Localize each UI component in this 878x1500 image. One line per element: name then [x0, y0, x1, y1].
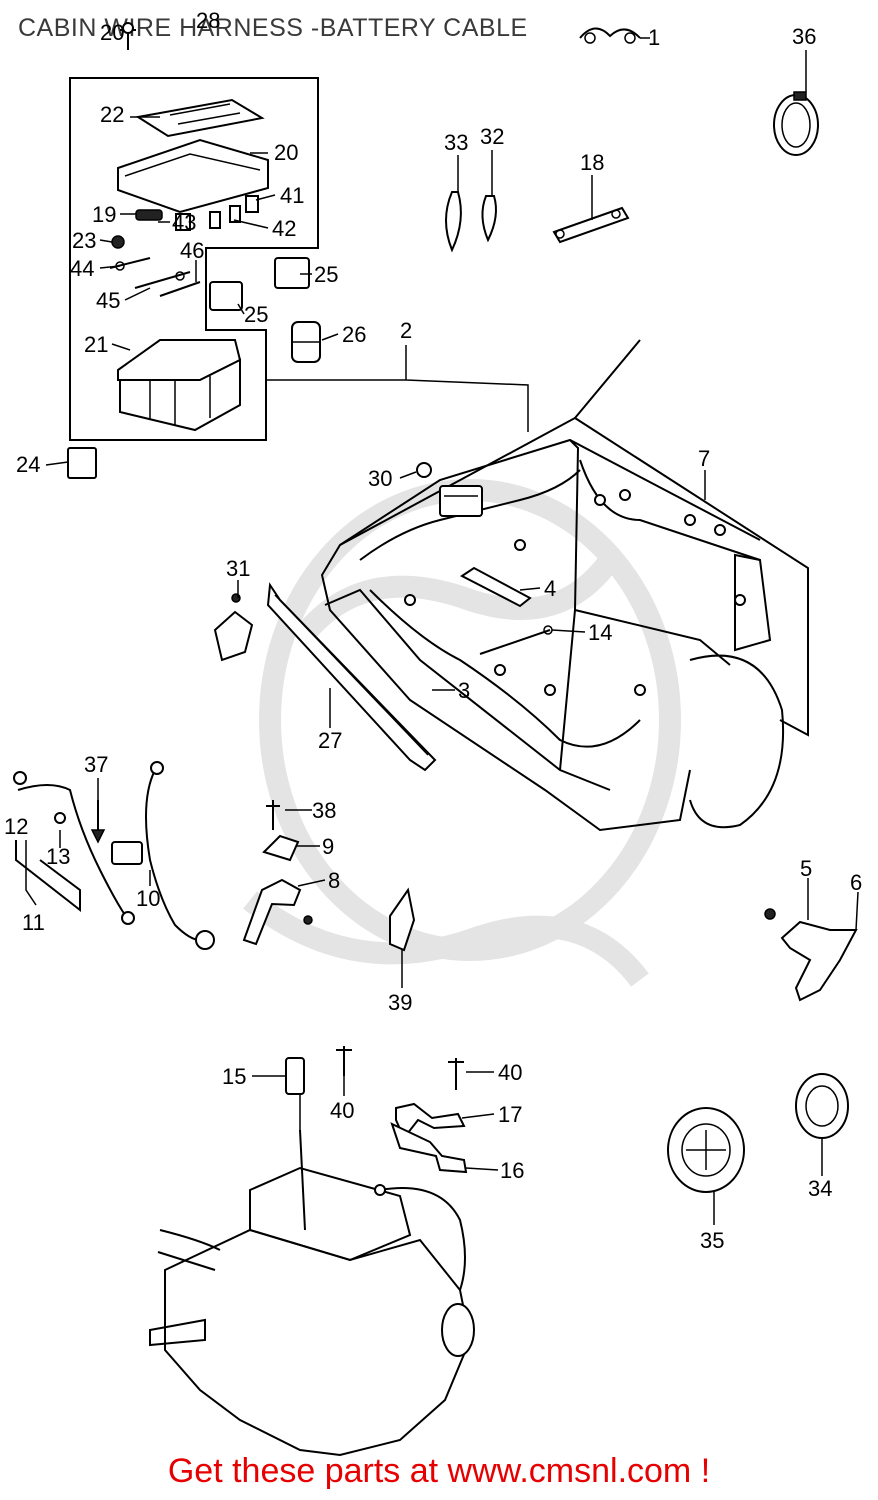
center-brackets [242, 800, 313, 946]
bracket-39 [389, 887, 416, 952]
leader-lines [25, 37, 859, 1225]
callout-40-left: 40 [330, 1098, 354, 1123]
callout-26: 26 [342, 322, 366, 347]
callout-45: 45 [96, 288, 120, 313]
callout-27: 27 [318, 728, 342, 753]
callout-46: 46 [180, 238, 204, 263]
callout-1: 1 [648, 25, 660, 50]
callout-12: 12 [4, 814, 28, 839]
callout-21: 21 [84, 332, 108, 357]
fuse-box-group [67, 77, 321, 479]
callout-7: 7 [698, 446, 710, 471]
callout-25-lower: 25 [244, 302, 268, 327]
callout-9: 9 [322, 834, 334, 859]
callout-37: 37 [84, 752, 108, 777]
diagram-title: CABIN WIRE HARNESS -BATTERY CABLE [18, 14, 528, 42]
callout-17: 17 [498, 1102, 522, 1127]
bumper-strip-and-switch [213, 462, 437, 772]
callout-44: 44 [70, 256, 94, 281]
callout-43: 43 [172, 210, 196, 235]
horns [667, 1073, 849, 1193]
callout-38: 38 [312, 798, 336, 823]
callout-4: 4 [544, 576, 556, 601]
callout-35: 35 [700, 1228, 724, 1253]
callout-11: 11 [22, 910, 45, 935]
hose-clamp [773, 91, 819, 156]
vehicle-body-harness [320, 339, 809, 832]
callout-25-right: 25 [314, 262, 338, 287]
callout-30: 30 [368, 466, 392, 491]
callout-3: 3 [458, 678, 470, 703]
callout-15: 15 [222, 1064, 246, 1089]
engine-block [149, 1129, 475, 1457]
left-harness-parts [13, 761, 215, 950]
callout-39: 39 [388, 990, 412, 1015]
callout-16: 16 [500, 1158, 524, 1183]
callout-20: 20 [274, 140, 298, 165]
callout-40-right: 40 [498, 1060, 522, 1085]
top-small-parts [120, 22, 641, 50]
callout-22: 22 [100, 102, 124, 127]
callout-33: 33 [444, 130, 468, 155]
callout-2: 2 [400, 318, 412, 343]
watermark-logo [243, 479, 681, 987]
callout-numbers: 1 36 28 20 33 32 18 22 20 41 19 43 42 23… [4, 8, 862, 1253]
cable-ties-and-bracket [445, 191, 630, 253]
callout-42: 42 [272, 216, 296, 241]
callout-18: 18 [580, 150, 604, 175]
engine-brackets [285, 1046, 468, 1174]
callout-24: 24 [16, 452, 40, 477]
callout-34: 34 [808, 1176, 832, 1201]
callout-14: 14 [588, 620, 612, 645]
callout-5: 5 [800, 856, 812, 881]
callout-36: 36 [792, 24, 816, 49]
callout-20-top: 20 [100, 20, 124, 45]
footer-link-text[interactable]: Get these parts at www.cmsnl.com ! [167, 1452, 711, 1490]
callout-31: 31 [226, 556, 250, 581]
callout-28: 28 [196, 8, 220, 33]
callout-13: 13 [46, 844, 70, 869]
callout-19: 19 [92, 202, 116, 227]
callout-8: 8 [328, 868, 340, 893]
callout-23: 23 [72, 228, 96, 253]
callout-6: 6 [850, 870, 862, 895]
callout-10: 10 [136, 886, 160, 911]
right-bracket [764, 908, 858, 1002]
callout-41: 41 [280, 183, 304, 208]
callout-32: 32 [480, 124, 504, 149]
